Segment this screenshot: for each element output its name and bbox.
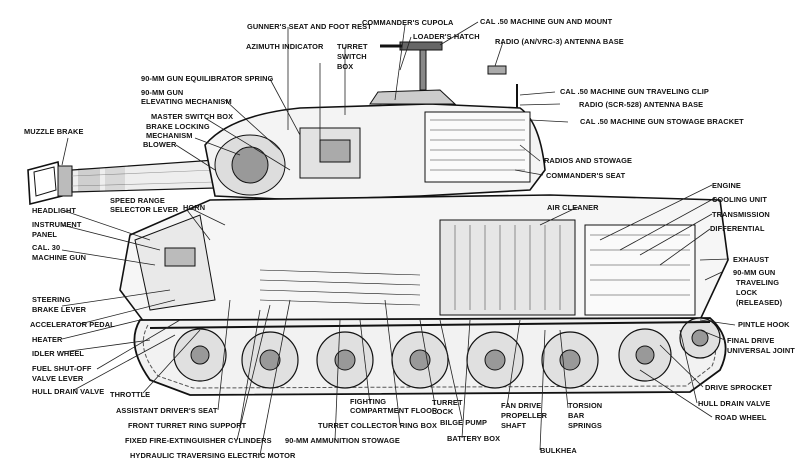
label-differential: DIFFERENTIAL [710, 224, 765, 233]
label-commanders-seat: COMMANDER'S SEAT [546, 171, 626, 180]
label-turret-lock-2: LOCK [432, 407, 454, 416]
label-transmission: TRANSMISSION [712, 210, 770, 219]
label-air-cleaner: AIR CLEANER [547, 203, 599, 212]
label-travel-lock-4: (RELEASED) [736, 298, 783, 307]
label-cal50-stowage-bracket: CAL .50 MACHINE GUN STOWAGE BRACKET [580, 117, 744, 126]
label-road-wheel: ROAD WHEEL [715, 413, 767, 422]
label-elevating-1: 90-MM GUN [141, 88, 183, 97]
label-turret-switch-box-2: SWITCH [337, 52, 367, 61]
label-heater: HEATER [32, 335, 63, 344]
label-idler-wheel: IDLER WHEEL [32, 349, 84, 358]
label-accelerator: ACCELERATOR PEDAL [30, 320, 115, 329]
label-commanders-cupola: COMMANDER'S CUPOLA [362, 18, 454, 27]
label-gunners-seat: GUNNER'S SEAT AND FOOT REST [247, 22, 372, 31]
label-battery-box: BATTERY BOX [447, 434, 500, 443]
blank-patch [676, 433, 781, 457]
label-steering-brake-2: BRAKE LEVER [32, 305, 87, 314]
label-loaders-hatch: LOADER'S HATCH [413, 32, 480, 41]
label-turret-lock-1: TURRET [432, 398, 463, 407]
label-throttle: THROTTLE [110, 390, 150, 399]
label-blower: BLOWER [143, 140, 177, 149]
running-gear [133, 317, 727, 396]
leader-lines [61, 21, 736, 456]
label-hull-drain-valve-rear: HULL DRAIN VALVE [698, 399, 770, 408]
label-instrument-panel-2: PANEL [32, 230, 57, 239]
hull [119, 194, 729, 331]
label-fan-drive-3: SHAFT [501, 421, 527, 430]
label-cal50-travel-clip: CAL .50 MACHINE GUN TRAVELING CLIP [560, 87, 709, 96]
label-final-drive-1: FINAL DRIVE [727, 336, 774, 345]
label-azimuth-indicator: AZIMUTH INDICATOR [246, 42, 324, 51]
label-brake-locking-2: MECHANISM [146, 131, 192, 140]
label-bilge-pump: BILGE PUMP [440, 418, 487, 427]
label-horn: HORN [183, 203, 205, 212]
label-speed-range-2: SELECTOR LEVER [110, 205, 179, 214]
label-master-switch-box: MASTER SWITCH BOX [151, 112, 233, 121]
label-ammo-stowage: 90-MM AMMUNITION STOWAGE [285, 436, 400, 445]
label-final-drive-2: UNIVERSAL JOINT [727, 346, 795, 355]
label-bulkhead: BULKHEA [540, 446, 577, 455]
label-exhaust: EXHAUST [733, 255, 769, 264]
label-fire-extinguisher: FIXED FIRE-EXTINGUISHER CYLINDERS [125, 436, 272, 445]
label-travel-lock-3: LOCK [736, 288, 758, 297]
label-torsion-bar-1: TORSION [568, 401, 602, 410]
label-cooling-unit: COOLING UNIT [712, 195, 767, 204]
label-torsion-bar-3: SPRINGS [568, 421, 602, 430]
label-radios-stowage: RADIOS AND STOWAGE [544, 156, 632, 165]
label-brake-locking-1: BRAKE LOCKING [146, 122, 210, 131]
label-engine: ENGINE [712, 181, 741, 190]
label-assistant-seat: ASSISTANT DRIVER'S SEAT [116, 406, 218, 415]
label-travel-lock-1: 90-MM GUN [733, 268, 775, 277]
label-turret-switch-box-3: BOX [337, 62, 353, 71]
label-turret-ring-support: FRONT TURRET RING SUPPORT [128, 421, 247, 430]
label-steering-brake-1: STEERING [32, 295, 71, 304]
label-fuel-shutoff-2: VALVE LEVER [32, 374, 84, 383]
label-elevating-2: ELEVATING MECHANISM [141, 97, 232, 106]
label-cal30-1: CAL. 30 [32, 243, 60, 252]
label-hydraulic-motor: HYDRAULIC TRAVERSING ELECTRIC MOTOR [130, 451, 296, 460]
label-headlight: HEADLIGHT [32, 206, 76, 215]
label-instrument-panel-1: INSTRUMENT [32, 220, 82, 229]
label-travel-lock-2: TRAVELING [736, 278, 779, 287]
callout-labels: GUNNER'S SEAT AND FOOT REST COMMANDER'S … [24, 17, 795, 460]
label-torsion-bar-2: BAR [568, 411, 585, 420]
label-fighting-floor-1: FIGHTING [350, 397, 386, 406]
label-collector-ring: TURRET COLLECTOR RING BOX [318, 421, 437, 430]
turret [204, 41, 546, 201]
label-fuel-shutoff-1: FUEL SHUT-OFF [32, 364, 92, 373]
label-turret-switch-box-1: TURRET [337, 42, 368, 51]
label-equilibrator-spring: 90-MM GUN EQUILIBRATOR SPRING [141, 74, 274, 83]
label-cal50-mount: CAL .50 MACHINE GUN AND MOUNT [480, 17, 613, 26]
gun-barrel [27, 159, 216, 206]
label-radio-scr528: RADIO (SCR-528) ANTENNA BASE [579, 100, 703, 109]
label-speed-range-1: SPEED RANGE [110, 196, 165, 205]
label-hull-drain-valve-front: HULL DRAIN VALVE [32, 387, 104, 396]
label-fighting-floor-2: COMPARTMENT FLOOR [350, 406, 438, 415]
label-drive-sprocket: DRIVE SPROCKET [705, 383, 772, 392]
label-radio-vrc3: RADIO (AN/VRC-3) ANTENNA BASE [495, 37, 624, 46]
label-cal30-2: MACHINE GUN [32, 253, 86, 262]
label-fan-drive-2: PROPELLER [501, 411, 548, 420]
label-pintle-hook: PINTLE HOOK [738, 320, 790, 329]
label-fan-drive-1: FAN DRIVE [501, 401, 541, 410]
label-muzzle-brake: MUZZLE BRAKE [24, 127, 84, 136]
